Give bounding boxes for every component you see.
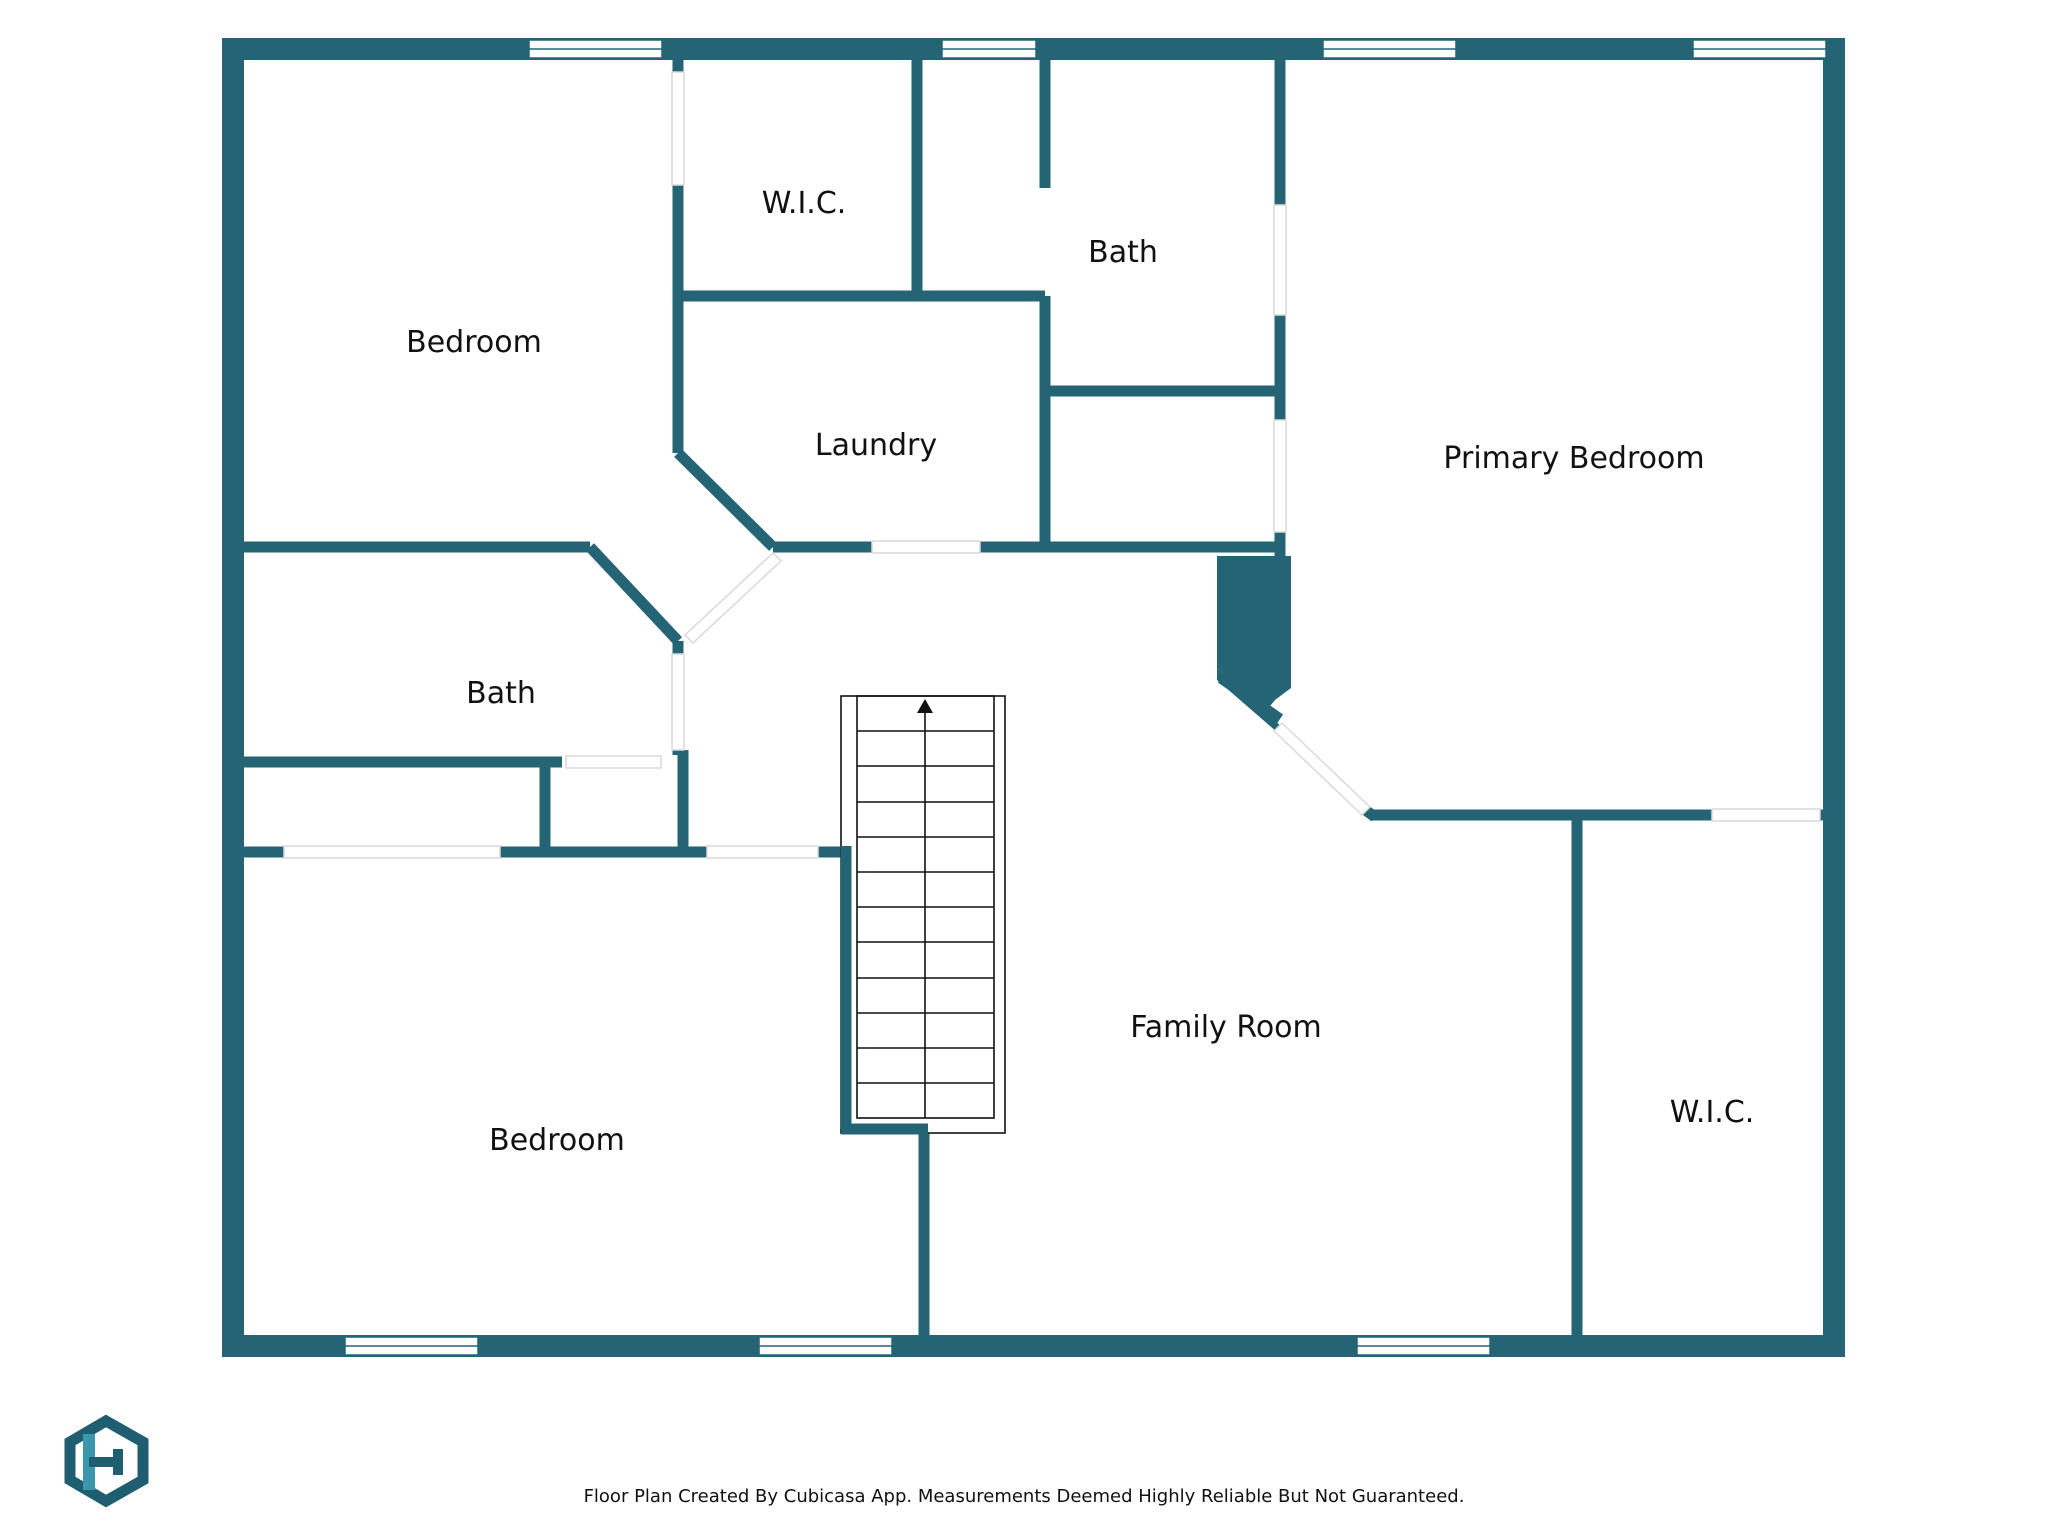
door-opening: [683, 551, 783, 645]
window: [1356, 1336, 1491, 1356]
room-label-bath-left: Bath: [466, 676, 536, 711]
window: [1322, 39, 1457, 59]
window: [758, 1336, 893, 1356]
door-opening: [671, 71, 685, 186]
door-opening: [1273, 419, 1287, 533]
room-label-wic-right: W.I.C.: [1670, 1095, 1755, 1130]
door-opening: [871, 540, 981, 554]
stair-outer: [840, 695, 1006, 1134]
wall-diagonal: [1217, 668, 1282, 733]
room-label-primary-bedroom: Primary Bedroom: [1443, 441, 1704, 476]
room-label-wic-top: W.I.C.: [762, 186, 847, 221]
room-label-bedroom-upper-left: Bedroom: [406, 325, 542, 360]
door-opening: [1711, 808, 1821, 822]
staircase: [840, 695, 1006, 1134]
room-label-laundry: Laundry: [815, 428, 937, 463]
window: [1692, 39, 1827, 59]
door-opening: [671, 653, 685, 751]
door-opening: [283, 845, 501, 859]
wall-column: [1217, 556, 1291, 712]
window: [344, 1336, 479, 1356]
door-opening: [706, 845, 819, 859]
door-opening: [1273, 204, 1287, 316]
stair-direction-arrow-icon: [917, 699, 933, 713]
room-label-family-room: Family Room: [1130, 1010, 1322, 1045]
window: [528, 39, 663, 59]
wall: [585, 543, 683, 645]
footer-disclaimer: Floor Plan Created By Cubicasa App. Meas…: [583, 1486, 1465, 1507]
windows: [344, 39, 1827, 1356]
door-openings: [283, 71, 1821, 859]
window: [941, 39, 1037, 59]
wall: [674, 449, 777, 551]
room-label-bedroom-lower-left: Bedroom: [489, 1123, 625, 1158]
stair-treads: [857, 730, 994, 1084]
door-opening: [565, 755, 662, 769]
room-label-bath-top: Bath: [1088, 235, 1158, 270]
cubicasa-logo-icon: [64, 1414, 149, 1508]
door-opening: [1272, 721, 1372, 817]
